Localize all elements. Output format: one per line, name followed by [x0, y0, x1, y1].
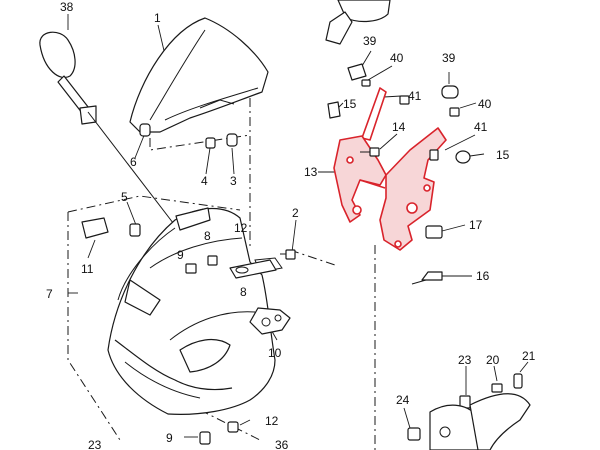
callout-8a: 8 — [204, 229, 211, 243]
callout-38: 38 — [60, 0, 74, 14]
callout-2: 2 — [292, 206, 299, 220]
callout-39a: 39 — [363, 34, 377, 48]
callout-13: 13 — [304, 165, 318, 179]
windshield — [129, 17, 269, 133]
callout-15a: 15 — [343, 97, 357, 111]
callout-17: 17 — [469, 218, 483, 232]
callout-4: 4 — [201, 174, 208, 188]
callout-40b: 40 — [478, 97, 492, 111]
callout-15b: 15 — [496, 148, 510, 162]
part-8-plate — [229, 259, 277, 279]
part-11-strip — [81, 217, 109, 239]
callout-36: 36 — [275, 438, 289, 450]
callout-14: 14 — [392, 120, 406, 134]
callout-40a: 40 — [390, 51, 404, 65]
callout-7: 7 — [46, 287, 53, 301]
callout-20: 20 — [486, 353, 500, 367]
callout-41a: 41 — [408, 89, 422, 103]
callout-24: 24 — [396, 393, 410, 407]
bracket-hardware — [327, 63, 471, 285]
callout-3: 3 — [230, 174, 237, 188]
callout-9b: 9 — [166, 431, 173, 445]
callout-16: 16 — [476, 269, 490, 283]
part-10-bracket — [249, 307, 291, 335]
mirror-right-partial — [325, 0, 391, 45]
callout-23a: 23 — [88, 438, 102, 450]
callout-9a: 9 — [177, 248, 184, 262]
callout-41b: 41 — [474, 120, 488, 134]
callout-5: 5 — [121, 190, 128, 204]
callout-labels: 38 1 6 4 3 5 8 12 9 11 7 8 2 10 12 9 23 … — [46, 0, 536, 450]
callout-1: 1 — [154, 11, 161, 25]
callout-12b: 12 — [265, 414, 279, 428]
callout-11: 11 — [81, 262, 94, 276]
callout-12a: 12 — [234, 221, 248, 235]
callout-23b: 23 — [458, 353, 472, 367]
screws-left — [185, 249, 296, 445]
callout-39b: 39 — [442, 51, 456, 65]
mirror-left — [39, 31, 181, 233]
highlighted-stay-bracket — [333, 87, 447, 251]
callout-10: 10 — [268, 346, 282, 360]
callout-8b: 8 — [240, 285, 247, 299]
callout-6: 6 — [130, 155, 137, 169]
lower-right-cover — [407, 373, 531, 450]
callout-21: 21 — [522, 349, 536, 363]
